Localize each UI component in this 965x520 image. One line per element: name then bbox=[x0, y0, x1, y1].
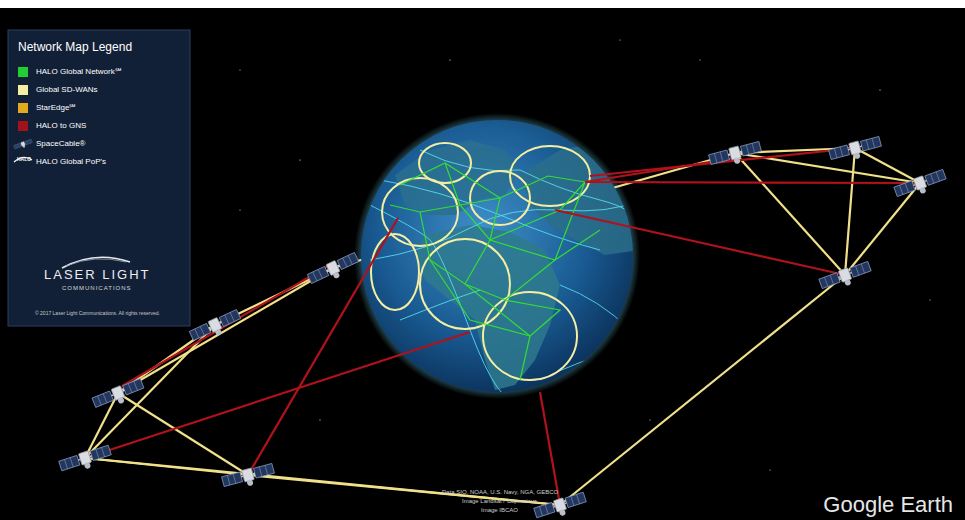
data-attribution: Data SIO, NOAA, U.S. Navy, NGA, GEBCO bbox=[442, 489, 558, 496]
legend-text: HALO Global Network℠ bbox=[36, 67, 121, 76]
copyright-note: © 2017 Laser Light Communications. All r… bbox=[35, 311, 160, 317]
logo-text: HALO bbox=[17, 157, 31, 163]
legend-swatch bbox=[18, 103, 28, 113]
legend-title: Network Map Legend bbox=[18, 41, 132, 55]
legend-text: HALO to GNS bbox=[36, 121, 86, 130]
legend-swatch bbox=[18, 67, 28, 77]
watermark: Google Earth bbox=[823, 492, 953, 517]
company-logo-subtitle: COMMUNICATIONS bbox=[62, 285, 132, 292]
data-attribution: Image IBCAO bbox=[481, 507, 518, 514]
satellite-icon bbox=[13, 138, 33, 150]
legend-swatch bbox=[18, 121, 28, 131]
legend-text: SpaceCable® bbox=[36, 139, 85, 148]
legend-text: HALO Global PoP's bbox=[36, 157, 106, 166]
legend-text: Global SD-WANs bbox=[36, 85, 98, 94]
company-logo: LASER LIGHT bbox=[44, 268, 151, 283]
legend-text: StarEdge℠ bbox=[36, 103, 75, 112]
data-attribution: Image Landsat / Copernicus bbox=[462, 498, 537, 505]
legend-swatch bbox=[18, 85, 28, 95]
